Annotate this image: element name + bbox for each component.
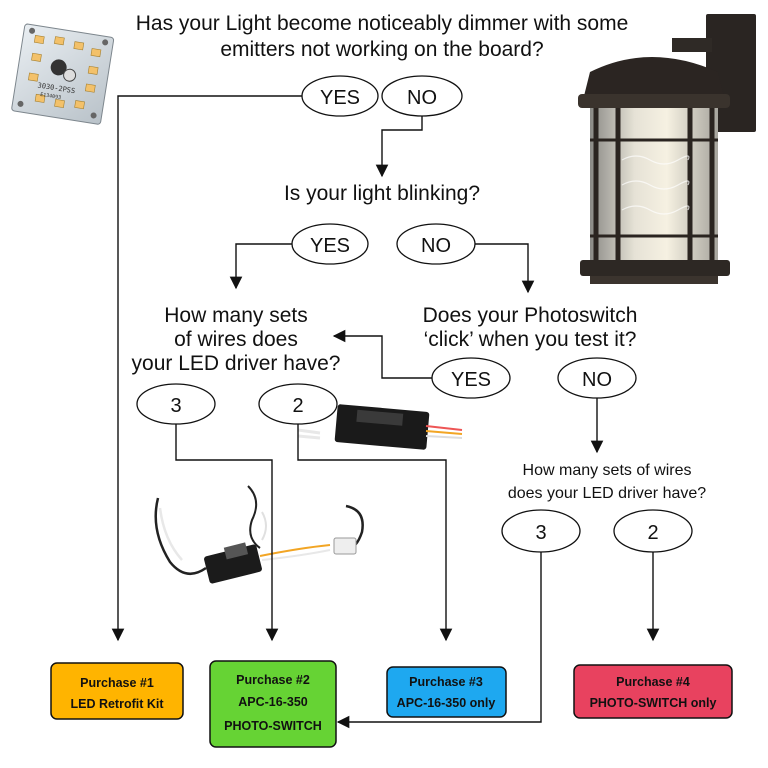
question-dimmer-line1: Has your Light become noticeably dimmer … <box>136 12 629 35</box>
question-blinking: Is your light blinking? <box>284 182 480 205</box>
question-wire-sets-line3: your LED driver have? <box>132 352 341 375</box>
purchase-1-box[interactable]: Purchase #1 LED Retrofit Kit <box>50 662 184 720</box>
purchase-4-title: Purchase #4 <box>616 675 690 689</box>
question-photoswitch-line1: Does your Photoswitch <box>423 304 638 327</box>
purchase-2-title: Purchase #2 <box>236 673 310 687</box>
purchase-2-box[interactable]: Purchase #2 APC-16-350 PHOTO-SWITCH <box>209 660 337 748</box>
answer-photoswitch-yes[interactable]: YES <box>431 357 511 399</box>
purchase-3-product: APC-16-350 only <box>397 696 496 710</box>
purchase-2-product-1: APC-16-350 <box>238 695 308 709</box>
answer-label: YES <box>320 87 360 109</box>
purchase-4-box[interactable]: Purchase #4 PHOTO-SWITCH only <box>573 664 733 719</box>
question-photoswitch-line2: ‘click’ when you test it? <box>424 328 637 351</box>
answer-wire-sets-2nd-2[interactable]: 2 <box>613 509 693 553</box>
answer-blinking-yes[interactable]: YES <box>291 223 369 265</box>
question-wire-sets-line1: How many sets <box>164 304 308 327</box>
answer-label: NO <box>421 235 451 257</box>
answer-wire-sets-3[interactable]: 3 <box>136 383 216 425</box>
question-wire-sets-line2: of wires does <box>174 328 298 351</box>
answer-label: NO <box>582 369 612 391</box>
question-wire-sets-2-line1: How many sets of wires <box>523 462 692 479</box>
driver-photo-small <box>297 404 463 450</box>
question-wire-sets-2-line2: does your LED driver have? <box>508 485 706 502</box>
purchase-1-title: Purchase #1 <box>80 676 154 690</box>
answer-photoswitch-no[interactable]: NO <box>557 357 637 399</box>
answer-label: YES <box>451 369 491 391</box>
question-dimmer-line2: emitters not working on the board? <box>220 38 543 61</box>
connectors <box>111 95 660 729</box>
answer-label: 3 <box>535 522 546 544</box>
answer-wire-sets-2nd-3[interactable]: 3 <box>501 509 581 553</box>
answer-wire-sets-2[interactable]: 2 <box>258 383 338 425</box>
lantern-photo <box>578 14 756 284</box>
answer-label: NO <box>407 87 437 109</box>
purchase-3-title: Purchase #3 <box>409 675 483 689</box>
purchase-2-product-2: PHOTO-SWITCH <box>224 719 322 733</box>
answer-label: 3 <box>170 395 181 417</box>
led-board-photo: 3030-2PSS E134093 <box>11 23 115 125</box>
photoswitch-photo <box>154 485 364 584</box>
answer-blinking-no[interactable]: NO <box>396 223 476 265</box>
purchase-3-box[interactable]: Purchase #3 APC-16-350 only <box>386 666 507 718</box>
answer-label: 2 <box>292 395 303 417</box>
answer-dimmer-yes[interactable]: YES <box>301 75 379 117</box>
purchase-4-product: PHOTO-SWITCH only <box>590 696 717 710</box>
answer-label: YES <box>310 235 350 257</box>
answer-dimmer-no[interactable]: NO <box>381 75 463 117</box>
answer-label: 2 <box>647 522 658 544</box>
purchase-1-product: LED Retrofit Kit <box>70 697 164 711</box>
led-board-print2: E134093 <box>40 92 62 101</box>
